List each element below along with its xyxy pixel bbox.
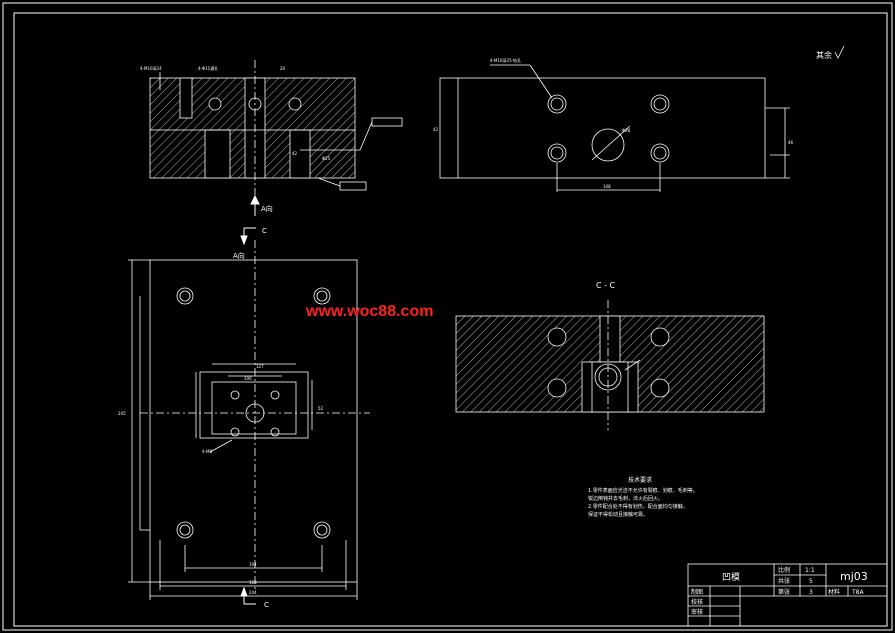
top-view-dim-holes: 4-M10深24 <box>140 65 162 71</box>
tech-req-title: 技术要求 <box>628 476 652 484</box>
side-view-dim-42: 42 <box>433 127 439 132</box>
side-view-dim-108: 108 <box>603 184 611 189</box>
top-view-dim-20: 20 <box>280 66 286 71</box>
title-block-sheet-label: 第张 <box>778 588 790 596</box>
plan-dim-106: 106 <box>244 376 252 381</box>
side-view-dim-46: 46 <box>788 140 794 145</box>
plan-dim-160: 160 <box>249 580 257 585</box>
plan-dim-194: 194 <box>249 562 257 567</box>
tech-req-line-2: 锐边倒钝并去毛刺，淬火后回火。 <box>588 495 663 502</box>
section-marker-bottom <box>240 586 256 605</box>
side-view-dim-diameter: Φ28 <box>622 128 631 133</box>
plan-view-title: A向 <box>233 251 245 260</box>
title-block-qty-value: 5 <box>809 578 813 585</box>
section-marker-bottom-label: C <box>264 601 269 609</box>
plan-dim-127: 127 <box>256 364 264 369</box>
title-block-material-label: 材料 <box>828 588 840 596</box>
side-view <box>439 64 790 192</box>
section-title: C - C <box>596 281 616 290</box>
top-right-note: 其余 <box>816 50 832 60</box>
plan-dim-52: 52 <box>318 406 324 411</box>
title-block-checked-label: 校核 <box>691 598 703 606</box>
section-marker-top <box>240 227 256 246</box>
plan-dim-holes: 4-M8 <box>202 449 212 454</box>
top-view-dim-42: 42 <box>292 151 298 156</box>
title-block-approved-label: 审核 <box>691 608 703 616</box>
plan-dim-245: 245 <box>118 411 126 416</box>
title-block-sheet-value: 3 <box>809 589 813 596</box>
plan-dim-244: 244 <box>249 590 257 595</box>
title-block-drawing-no: mj03 <box>840 570 868 583</box>
view-a-arrow-label: A向 <box>261 204 273 213</box>
title-block-material-value: T8A <box>851 589 864 596</box>
top-view-dim-diameter: Φ25 <box>322 156 331 161</box>
section-marker-top-label: C <box>262 227 267 235</box>
side-view-dim-holes: 4-M10深25-钻孔 <box>490 57 521 63</box>
section-c-c-view <box>455 300 765 430</box>
title-block-qty-label: 共张 <box>778 577 790 585</box>
title-block-scale-label: 比例 <box>778 566 790 574</box>
inner-border <box>13 12 888 627</box>
tech-req-line-1: 1.零件表面应光洁不允许有裂痕、划痕、毛刺等。 <box>588 487 698 494</box>
plan-view <box>128 240 370 600</box>
front-section-view <box>149 60 403 195</box>
title-block-drawn-label: 制图 <box>691 588 703 596</box>
top-view-dim-through: 4-Φ11通孔 <box>198 65 218 71</box>
roughness-symbol-icon <box>834 45 845 59</box>
tech-req-line-3: 2.零件配合处不得有划伤，配合面均匀接触， <box>588 503 688 510</box>
watermark: www.woc88.com <box>305 303 433 320</box>
tech-req-line-4: 保证不得松动且接触可靠。 <box>588 511 648 518</box>
title-block <box>687 563 888 627</box>
title-block-part-name: 凹模 <box>722 572 740 583</box>
view-a-arrow-icon <box>250 194 260 216</box>
title-block-scale-value: 1:1 <box>805 567 815 574</box>
